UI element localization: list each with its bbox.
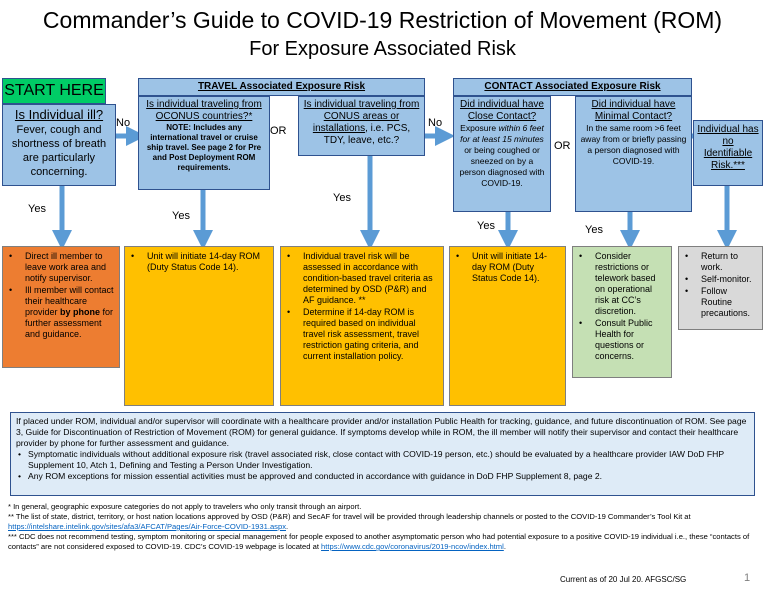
action-minimal-box: Consider restrictions or telework based … [572,246,672,378]
action-none-item: Self-monitor. [683,274,758,285]
oconus-question: Is individual traveling from OCONUS coun… [146,99,262,122]
label-yes-close: Yes [477,220,495,232]
is-ill-box: Is Individual ill? Fever, cough and shor… [2,104,116,186]
action-none-box: Return to work. Self-monitor. Follow Rou… [678,246,763,330]
close-contact-box: Did individual have Close Contact? Expos… [453,96,551,212]
label-yes-ill: Yes [28,203,46,215]
minimal-contact-box: Did individual have Minimal Contact? In … [575,96,692,212]
toolkit-link[interactable]: https://intelshare.intelink.gov/sites/af… [8,522,286,531]
label-yes-oconus: Yes [172,210,190,222]
page-title: Commander’s Guide to COVID-19 Restrictio… [42,7,723,33]
conus-question: Is individual traveling from CONUS areas… [303,99,420,134]
page-number: 1 [744,572,751,584]
action-conus-item: Determine if 14-day ROM is required base… [285,307,439,362]
contact-header: CONTACT Associated Exposure Risk [453,78,692,96]
is-ill-body: Fever, cough and shortness of breath are… [11,124,107,178]
cdc-link[interactable]: https://www.cdc.gov/coronavirus/2019-nco… [321,542,504,551]
travel-header: TRAVEL Associated Exposure Risk [138,78,425,96]
close-contact-body-b: within 6 feet for at least 15 minutes [460,123,544,144]
action-minimal-item: Consider restrictions or telework based … [577,251,667,317]
action-conus-item: Individual travel risk will be assessed … [285,251,439,306]
page-subtitle: For Exposure Associated Risk [249,38,516,60]
action-oconus-box: Unit will initiate 14-day ROM (Duty Stat… [124,246,274,406]
close-contact-body-a: Exposure [460,123,499,133]
action-ill-item: Direct ill member to leave work area and… [7,251,115,284]
label-or-contact: OR [554,140,571,152]
rom-guidance-box: If placed under ROM, individual and/or s… [10,412,755,496]
footnote-1: * In general, geographic exposure catego… [8,502,362,511]
oconus-note: NOTE: Includes any international travel … [146,123,262,172]
footnote-2: ** The list of state, district, territor… [8,512,691,531]
close-contact-question: Did individual have Close Contact? [460,99,544,122]
rom-guidance-item: Any ROM exceptions for mission essential… [16,471,749,482]
current-as-of: Current as of 20 Jul 20. AFGSC/SG [560,575,687,584]
label-or-travel: OR [270,125,287,137]
conus-question-box: Is individual traveling from CONUS areas… [298,96,425,156]
conus-question-tail: , i.e. PCS, TDY, leave, etc.? [323,123,411,146]
footnote-3: *** CDC does not recommend testing, symp… [8,532,750,551]
label-no-travel: No [428,117,443,129]
action-close-box: Unit will initiate 14-day ROM (Duty Stat… [449,246,566,406]
oconus-question-box: Is individual traveling from OCONUS coun… [138,96,270,190]
rom-guidance-intro: If placed under ROM, individual and/or s… [16,416,747,448]
action-oconus-item: Unit will initiate 14-day ROM (Duty Stat… [129,251,269,273]
footnotes: * In general, geographic exposure catego… [8,502,758,552]
start-here-label: START HERE [2,78,106,104]
action-conus-box: Individual travel risk will be assessed … [280,246,444,406]
label-no-ill: No [116,117,131,129]
action-none-item: Follow Routine precautions. [683,286,758,319]
no-risk-box: Individual has no Identifiable Risk.*** [693,120,763,186]
minimal-contact-body: In the same room >6 feet away from or br… [580,123,687,166]
action-ill-item: Ill member will contact their healthcare… [7,285,115,340]
action-close-item: Unit will initiate 14-day ROM (Duty Stat… [454,251,561,284]
action-ill-box: Direct ill member to leave work area and… [2,246,120,368]
is-ill-question: Is Individual ill? [14,107,104,122]
label-yes-conus: Yes [333,192,351,204]
action-none-item: Return to work. [683,251,758,273]
rom-guidance-item: Symptomatic individuals without addition… [16,449,749,471]
action-minimal-item: Consult Public Health for questions or c… [577,318,667,362]
minimal-contact-question: Did individual have Minimal Contact? [591,99,676,122]
close-contact-body-c: or being coughed or sneezed on by a pers… [459,145,545,188]
label-yes-minimal: Yes [585,224,603,236]
